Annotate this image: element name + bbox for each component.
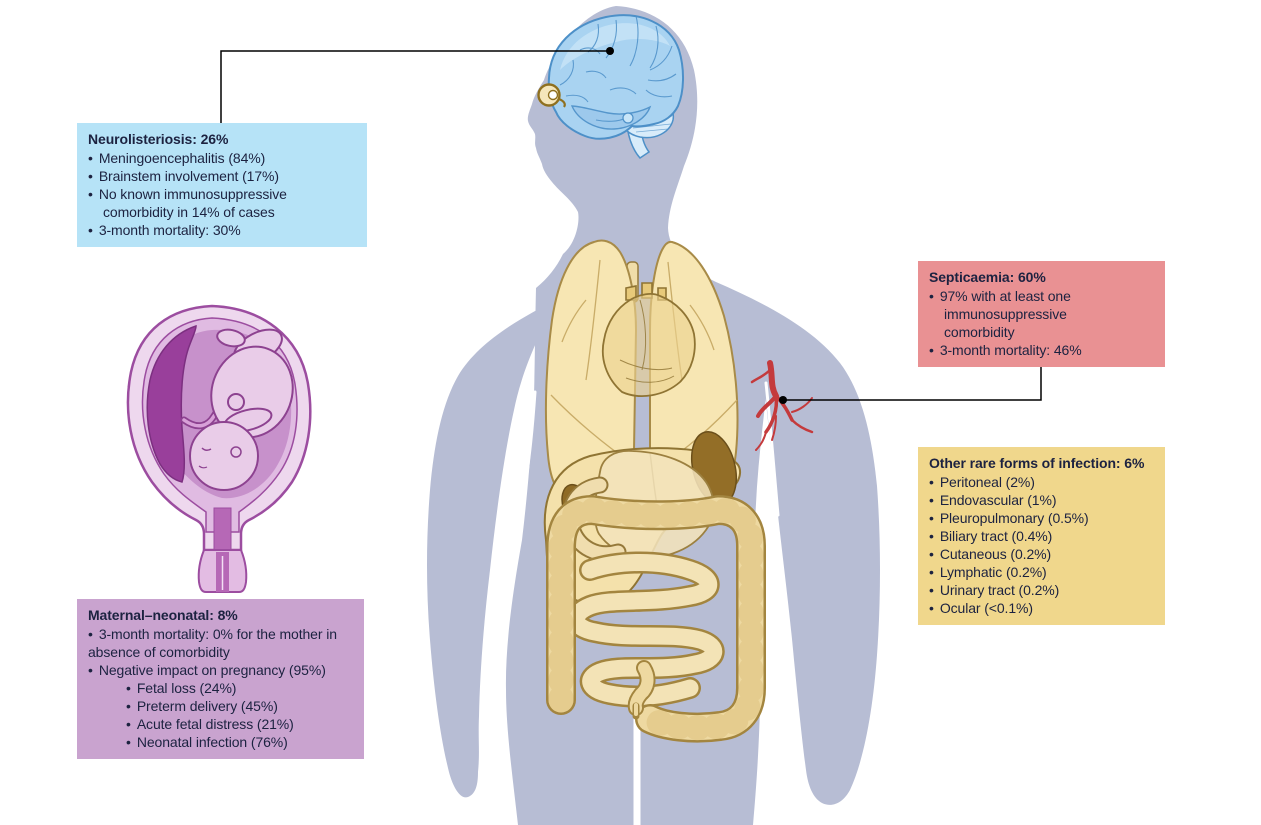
callout-item: • 97% with at least one immunosuppressive… [929,287,1112,341]
body-left-arm [427,298,560,798]
callout-item-text: Neonatal infection (76%) [136,734,288,750]
bullet-icon: • [929,474,934,490]
bullet-icon: • [929,600,934,616]
callout-item-text: Ocular (<0.1%) [939,600,1033,616]
callout-septicaemia: Septicaemia: 60% • 97% with at least one … [918,261,1165,367]
callout-item-text: Biliary tract (0.4%) [939,528,1053,544]
callout-items: • 97% with at least one immunosuppressive… [929,287,1155,359]
callout-item-text: Lymphatic (0.2%) [939,564,1047,580]
callout-item: • Meningoencephalitis (84%) [88,149,341,167]
callout-title: Neurolisteriosis: 26% [88,131,229,147]
bullet-icon: • [929,528,934,544]
callout-item: • 3-month mortality: 46% [929,341,1112,359]
blood-vessel-icon [750,360,814,451]
vessel-callout-line [783,358,1042,401]
callout-item-text: Preterm delivery (45%) [136,698,278,714]
callout-item: • Fetal loss (24%) [126,679,354,697]
rectum [627,660,656,720]
torso-organs [543,239,766,743]
callout-connectors [220,47,1042,404]
callout-item-text: Cutaneous (0.2%) [939,546,1052,562]
bullet-icon: • [929,492,934,508]
bullet-icon: • [929,546,934,562]
callout-maternal-neonatal: Maternal–neonatal: 8% •3-month mortality… [77,599,364,759]
callout-title: Septicaemia: 60% [929,269,1046,285]
bullet-icon: • [88,168,93,184]
brain-callout-dot [606,47,614,55]
bullet-icon: • [126,680,131,696]
bullet-icon: • [126,716,131,732]
bullet-icon: • [126,698,131,714]
bullet-icon: • [88,662,93,678]
eye-icon [537,83,566,108]
callout-other-rare-forms: Other rare forms of infection: 6% • Perit… [918,447,1165,625]
vessel-callout-dot [779,396,787,404]
placenta [146,324,197,483]
callout-item: • Brainstem involvement (17%) [88,167,341,185]
bullet-icon: • [126,734,131,750]
callout-item: • Cutaneous (0.2%) [929,545,1155,563]
callout-neurolisteriosis: Neurolisteriosis: 26% • Meningoencephalit… [77,123,367,247]
callout-items: •3-month mortality: 0% for the mother in… [88,625,354,751]
bullet-icon: • [929,582,934,598]
uterus-fetus-illustration [126,304,312,593]
bullet-icon: • [88,150,93,166]
callout-item: • Biliary tract (0.4%) [929,527,1155,545]
callout-item-text: Fetal loss (24%) [136,680,237,696]
bullet-icon: • [929,564,934,580]
callout-title: Maternal–neonatal: 8% [88,607,238,623]
callout-item-text: 3-month mortality: 0% for the mother in … [88,626,337,660]
callout-item: • 3-month mortality: 30% [88,221,341,239]
bullet-icon: • [929,510,934,526]
callout-items: • Meningoencephalitis (84%) • Brainstem inv… [88,149,357,239]
callout-item: • Peritoneal (2%) [929,473,1155,491]
callout-item: • Negative impact on pregnancy (95%) [88,661,354,679]
heart [601,282,696,397]
callout-item: • Pleuropulmonary (0.5%) [929,509,1155,527]
callout-item-text: 3-month mortality: 46% [939,342,1082,358]
callout-item: • Preterm delivery (45%) [126,697,354,715]
callout-item-text: Acute fetal distress (21%) [136,716,294,732]
callout-items: • Peritoneal (2%) • Endovascular (1%) • Pleur… [929,473,1155,617]
bullet-icon: • [88,186,93,202]
fetus [189,328,294,491]
callout-item-text: 3-month mortality: 30% [98,222,241,238]
callout-item: •3-month mortality: 0% for the mother in… [88,625,354,661]
callout-item-text: Brainstem involvement (17%) [98,168,279,184]
callout-title: Other rare forms of infection: 6% [929,455,1145,471]
callout-item: • No known immunosuppressive comorbidity … [88,185,341,221]
small-intestine [565,551,725,708]
callout-item-text: 97% with at least one immunosuppressive … [939,288,1071,340]
bullet-icon: • [88,626,93,642]
callout-item-text: Pleuropulmonary (0.5%) [939,510,1089,526]
large-intestine [546,495,766,743]
callout-item: • Endovascular (1%) [929,491,1155,509]
callout-item-text: Meningoencephalitis (84%) [98,150,266,166]
bullet-icon: • [929,288,934,304]
callout-item: • Ocular (<0.1%) [929,599,1155,617]
callout-item: • Urinary tract (0.2%) [929,581,1155,599]
callout-item: • Lymphatic (0.2%) [929,563,1155,581]
callout-item-text: Urinary tract (0.2%) [939,582,1060,598]
callout-item-text: No known immunosuppressive comorbidity i… [98,186,287,220]
bullet-icon: • [929,342,934,358]
callout-item: • Neonatal infection (76%) [126,733,354,751]
callout-item-text: Peritoneal (2%) [939,474,1035,490]
callout-item-text: Negative impact on pregnancy (95%) [98,662,326,678]
brain-callout-line [220,50,610,123]
callout-item: • Acute fetal distress (21%) [126,715,354,733]
body-right-arm [716,282,880,805]
callout-item-text: Endovascular (1%) [939,492,1057,508]
bullet-icon: • [88,222,93,238]
